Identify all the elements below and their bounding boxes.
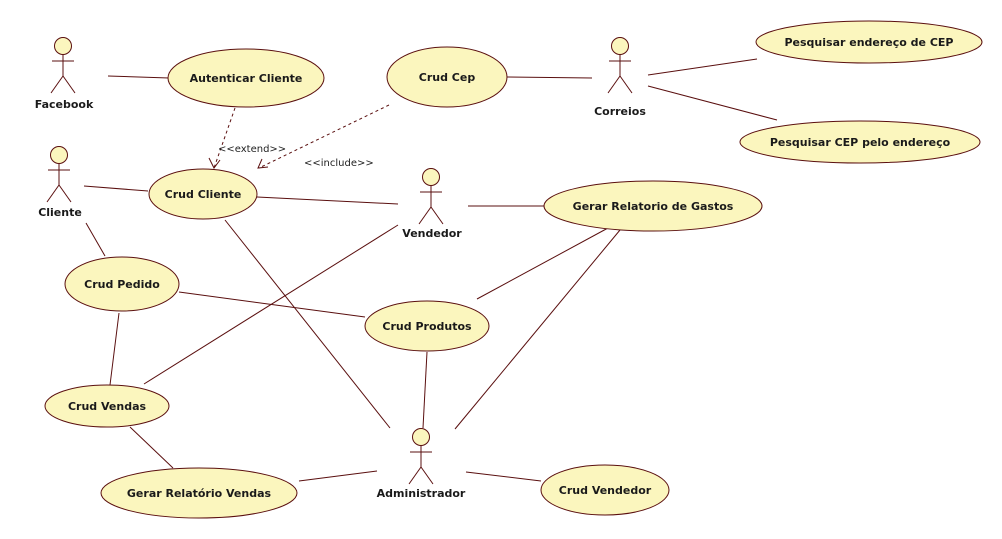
actor-icon bbox=[46, 146, 72, 203]
assoc-crudprodutos-administrador bbox=[422, 351, 428, 429]
assoc-correios-pesquisar-endereco bbox=[647, 58, 758, 76]
use-case-label: Crud Cliente bbox=[165, 188, 242, 201]
use-case-gerar-relatorio-de-gastos[interactable]: Gerar Relatorio de Gastos bbox=[543, 180, 763, 232]
assoc-gastos-administrador bbox=[454, 229, 621, 430]
actor-icon bbox=[607, 37, 633, 94]
assoc-cliente-crudpedido bbox=[85, 222, 106, 257]
actor-label: Cliente bbox=[38, 206, 82, 219]
use-case-crud-cliente[interactable]: Crud Cliente bbox=[148, 168, 258, 220]
actor-icon bbox=[408, 428, 434, 485]
dependency-arrowheads bbox=[208, 157, 269, 169]
use-case-crud-vendas[interactable]: Crud Vendas bbox=[44, 384, 170, 428]
use-case-crud-vendedor[interactable]: Crud Vendedor bbox=[540, 464, 670, 516]
actor-vendedor[interactable]: Vendedor bbox=[402, 168, 462, 241]
use-case-label: Crud Produtos bbox=[382, 320, 472, 333]
assoc-administrador-crudvendedor bbox=[465, 471, 542, 482]
extend-label: <<extend>> bbox=[218, 144, 286, 155]
dependencies bbox=[213, 104, 390, 169]
include-arrowhead bbox=[257, 158, 269, 169]
actor-icon bbox=[50, 37, 76, 94]
actor-administrador[interactable]: Administrador bbox=[377, 428, 466, 501]
extend-arrowhead bbox=[208, 157, 221, 169]
include-line bbox=[258, 104, 390, 169]
actor-icon bbox=[418, 168, 444, 225]
actor-label: Facebook bbox=[35, 98, 94, 111]
use-case-pesquisar-endereco-de-cep[interactable]: Pesquisar endereço de CEP bbox=[755, 20, 983, 64]
use-case-label: Crud Cep bbox=[419, 71, 476, 84]
assoc-crudcliente-administrador bbox=[224, 219, 391, 429]
assoc-gastos-crudprodutos bbox=[476, 227, 609, 300]
assoc-relatoriovendas-administrador bbox=[298, 470, 378, 482]
extend-line bbox=[213, 107, 236, 169]
use-case-pesquisar-cep-pelo-endereco[interactable]: Pesquisar CEP pelo endereço bbox=[739, 120, 981, 164]
use-case-label: Crud Vendas bbox=[68, 400, 147, 413]
use-case-crud-produtos[interactable]: Crud Produtos bbox=[364, 300, 490, 352]
use-case-label: Crud Vendedor bbox=[559, 484, 652, 497]
assoc-cliente-crudcliente bbox=[83, 185, 149, 192]
actor-label: Correios bbox=[594, 105, 646, 118]
use-case-crud-pedido[interactable]: Crud Pedido bbox=[64, 256, 180, 312]
actor-cliente[interactable]: Cliente bbox=[38, 146, 82, 220]
use-case-label: Pesquisar endereço de CEP bbox=[784, 36, 953, 49]
actor-facebook[interactable]: Facebook bbox=[35, 37, 94, 112]
use-case-label: Autenticar Cliente bbox=[190, 72, 303, 85]
actor-correios[interactable]: Correios bbox=[594, 37, 646, 119]
use-case-crud-cep[interactable]: Crud Cep bbox=[386, 46, 508, 108]
use-case-label: Gerar Relatório Vendas bbox=[127, 487, 272, 500]
assoc-facebook-autenticar bbox=[107, 75, 170, 79]
assoc-crudpedido-crudprodutos bbox=[178, 291, 366, 318]
use-case-autenticar-cliente[interactable]: Autenticar Cliente bbox=[167, 48, 325, 108]
use-case-label: Pesquisar CEP pelo endereço bbox=[770, 136, 951, 149]
assoc-crudcliente-vendedor bbox=[256, 196, 399, 205]
use-case-gerar-relatorio-vendas[interactable]: Gerar Relatório Vendas bbox=[100, 467, 298, 519]
actor-label: Administrador bbox=[377, 487, 466, 500]
associations bbox=[83, 58, 778, 482]
assoc-correios-pesquisar-cep bbox=[647, 85, 778, 121]
actor-label: Vendedor bbox=[402, 227, 462, 240]
use-case-label: Gerar Relatorio de Gastos bbox=[573, 200, 734, 213]
assoc-crudcep-correios bbox=[506, 76, 593, 79]
include-label: <<include>> bbox=[304, 158, 374, 169]
assoc-crudvendas-relatoriovendas bbox=[129, 426, 174, 469]
assoc-crudpedido-crudvendas bbox=[109, 312, 120, 386]
use-case-label: Crud Pedido bbox=[84, 278, 160, 291]
